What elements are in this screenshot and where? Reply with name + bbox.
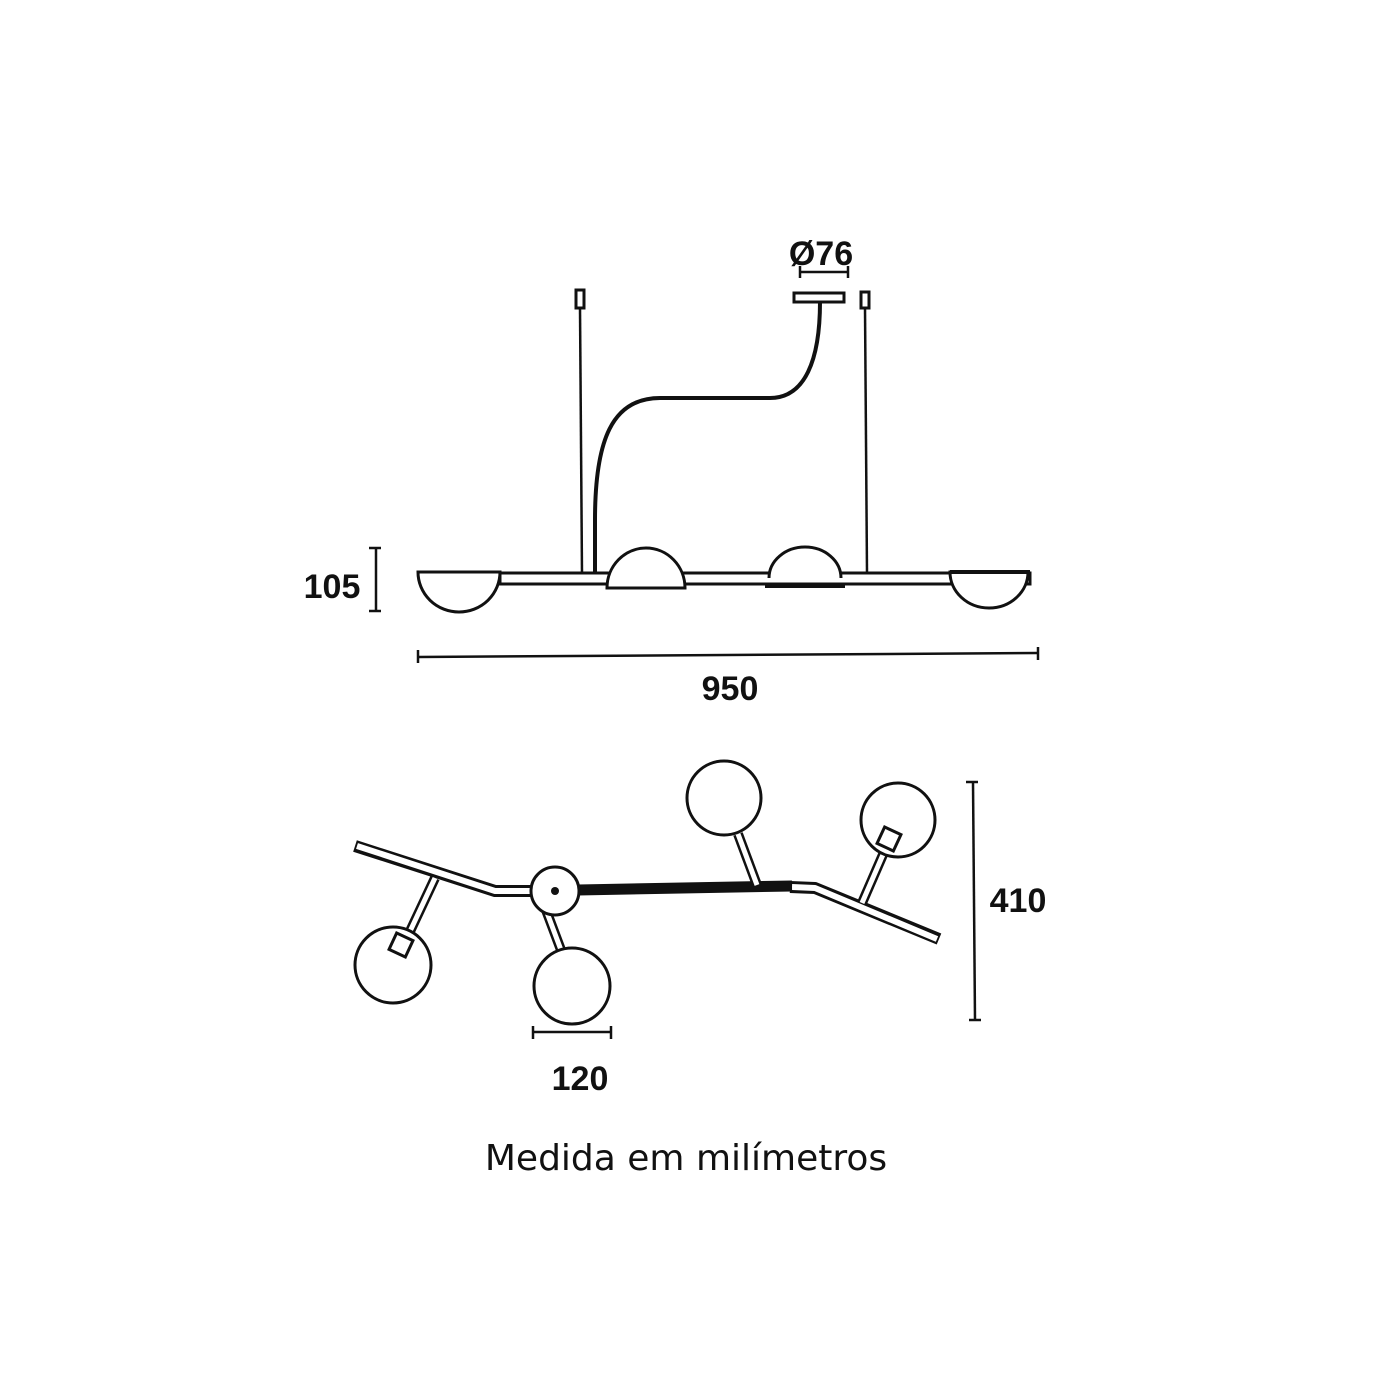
- globe-top: [685, 759, 763, 837]
- power-cable: [593, 301, 822, 575]
- top-view: 410 120: [353, 759, 1047, 1098]
- right-suspension-wire: [863, 307, 869, 574]
- bar-end-right: [950, 570, 1030, 574]
- dimension-globe: 120: [531, 1026, 613, 1098]
- canopy: [792, 291, 846, 304]
- left-suspension-clip: [574, 288, 586, 310]
- dimension-canopy: Ø76: [789, 235, 853, 278]
- shade-left: [416, 570, 502, 614]
- shade-center-right: [767, 545, 843, 579]
- left-suspension-wire: [578, 307, 584, 576]
- bar-dark-section: [765, 584, 845, 588]
- height-label: 105: [304, 568, 361, 606]
- caption: Medida em milímetros: [485, 1138, 887, 1179]
- center-bar-dark: [577, 880, 793, 896]
- dimension-width: 950: [416, 647, 1040, 708]
- globe-right: [859, 781, 937, 859]
- right-suspension-clip: [859, 290, 871, 310]
- dimension-depth: 410: [966, 780, 1047, 1022]
- shade-right: [948, 570, 1030, 610]
- front-view: Ø76 105 950: [304, 235, 1040, 708]
- shade-center-left: [605, 546, 687, 590]
- canopy-diameter-label: Ø76: [789, 235, 853, 273]
- globe-diameter-label: 120: [552, 1060, 609, 1098]
- depth-label: 410: [990, 882, 1047, 920]
- globe-bottom: [532, 946, 612, 1026]
- dimension-height: 105: [304, 546, 381, 613]
- width-label: 950: [702, 670, 759, 708]
